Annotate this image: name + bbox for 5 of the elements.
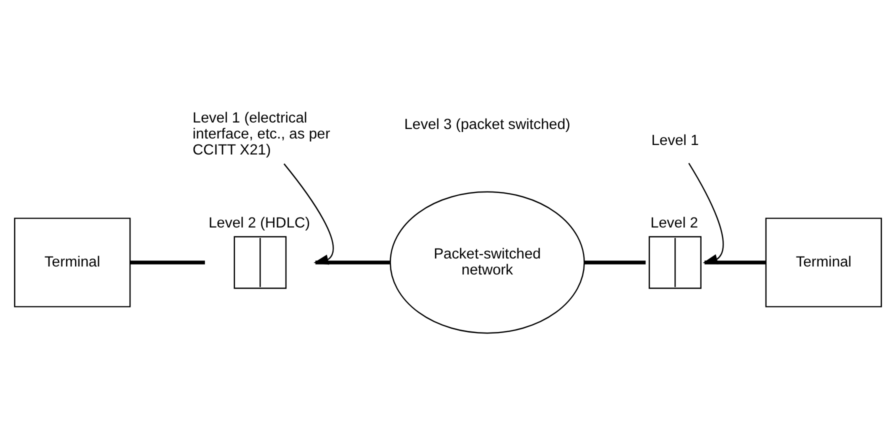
node-text: Level 1 (electrical interface, etc., as per CCITT X21) — [192, 110, 330, 158]
node-text: Level 1 — [651, 132, 699, 148]
label: Level 3 (packet switched) — [404, 116, 570, 132]
node-label: Level 2 (HDLC) — [208, 215, 310, 232]
node-label: Level 2 — [650, 215, 698, 232]
